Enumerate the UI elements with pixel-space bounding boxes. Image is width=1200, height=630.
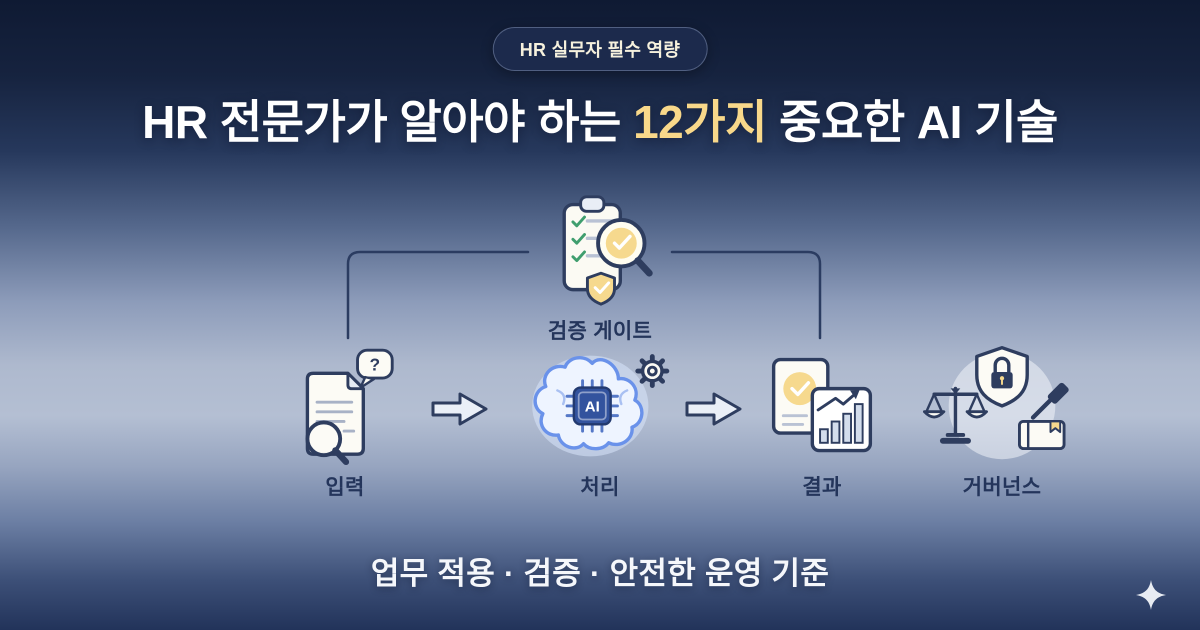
node-process: AI 처리 — [518, 342, 682, 501]
result-label: 결과 — [802, 476, 842, 499]
question-mark-text: ? — [370, 354, 381, 374]
top-badge: HR 실무자 필수 역량 — [492, 27, 708, 71]
gate-label: 검증 게이트 — [547, 320, 653, 343]
arrow-right-icon — [685, 392, 742, 426]
node-input: ? 입력 — [283, 348, 407, 501]
sparkle-icon — [1136, 580, 1166, 610]
governance-label: 거버넌스 — [962, 476, 1042, 499]
verification-gate-icon — [562, 195, 653, 306]
node-governance: 거버넌스 — [912, 338, 1092, 501]
lock-icon — [993, 356, 1011, 372]
node-result: 결과 — [757, 348, 887, 501]
result-chart-icon — [771, 357, 873, 453]
law-book-gavel-icon — [1018, 382, 1069, 450]
gear-icon — [635, 354, 670, 389]
node-verification-gate: 검증 게이트 — [527, 190, 673, 345]
input-label: 입력 — [325, 476, 365, 499]
footer-text: 업무 적용 · 검증 · 안전한 운영 기준 — [370, 556, 830, 591]
title-suffix: 중요한 AI 기술 — [766, 96, 1058, 148]
title-prefix: HR 전문가가 알아야 하는 — [142, 96, 634, 148]
page-title: HR 전문가가 알아야 하는 12가지 중요한 AI 기술 — [0, 86, 1200, 152]
brain-ai-icon: AI — [532, 354, 670, 457]
process-label: 처리 — [580, 476, 620, 499]
ai-chip-text: AI — [585, 398, 600, 415]
badge-label: HR 실무자 필수 역량 — [519, 40, 681, 60]
title-highlight: 12가지 — [633, 96, 767, 148]
arrow-right-icon — [431, 392, 488, 426]
scales-of-justice-icon — [922, 386, 988, 444]
governance-icon — [922, 346, 1069, 460]
document-input-icon: ? — [305, 348, 394, 466]
